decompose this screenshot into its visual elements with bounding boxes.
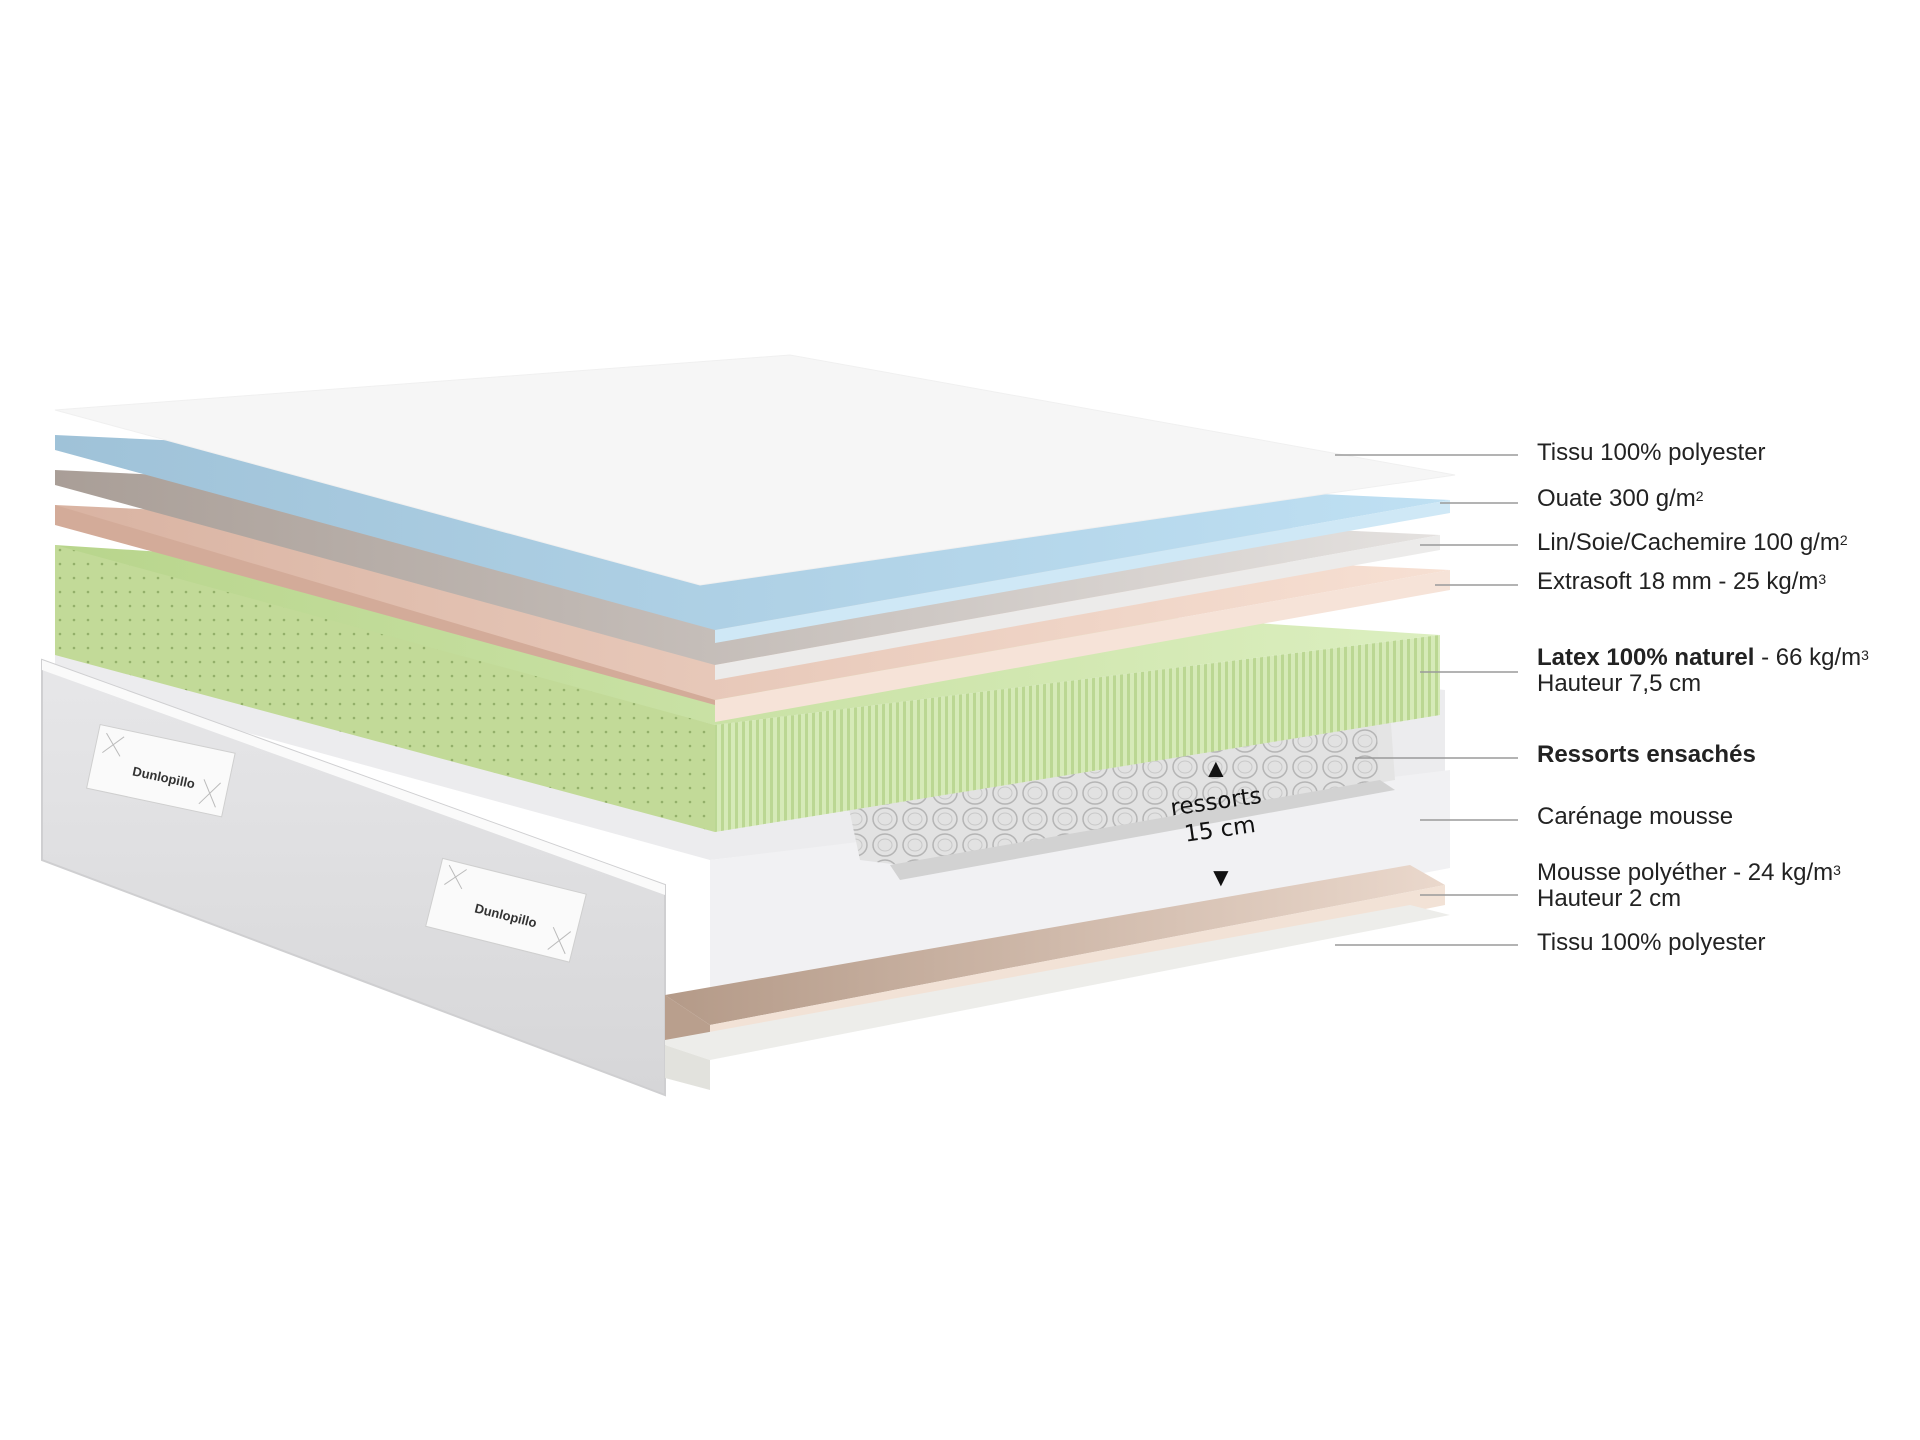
springs-shadow — [890, 780, 1395, 880]
brand-tag-2 — [425, 857, 587, 963]
label-polyether: Mousse polyéther - 24 kg/m3 Hauteur 2 cm — [1537, 860, 1841, 912]
casing-side-highlight — [42, 660, 665, 895]
label-ressorts-bold: Ressorts ensachés — [1537, 741, 1756, 768]
label-tissu-top: Tissu 100% polyester — [1537, 440, 1766, 466]
label-latex-sub: Hauteur 7,5 cm — [1537, 670, 1702, 697]
label-latex-bold: Latex 100% naturel — [1537, 644, 1755, 671]
label-ouate: Ouate 300 g/m2 — [1537, 486, 1704, 512]
label-carenage-text: Carénage mousse — [1537, 803, 1734, 830]
label-lin-text: Lin/Soie/Cachemire 100 g/m — [1537, 529, 1840, 556]
latex-side-ribs — [715, 635, 1440, 832]
tissu-bottom-front — [665, 1045, 710, 1090]
label-lin: Lin/Soie/Cachemire 100 g/m2 — [1537, 530, 1848, 556]
extrasoft-side — [715, 570, 1450, 722]
casing-front-white — [710, 770, 1450, 1010]
arrow-down-icon: ▼ — [1208, 862, 1234, 892]
label-tissu-bottom: Tissu 100% polyester — [1537, 930, 1766, 956]
label-extrasoft-text: Extrasoft 18 mm - 25 kg/m — [1537, 568, 1819, 595]
extrasoft-front — [55, 505, 715, 705]
label-latex: Latex 100% naturel - 66 kg/m3 Hauteur 7,… — [1537, 645, 1869, 697]
label-latex-text: - 66 kg/m — [1754, 644, 1862, 671]
label-tissu-bottom-text: Tissu 100% polyester — [1537, 929, 1766, 956]
lin-side — [715, 535, 1440, 680]
label-latex-sup: 3 — [1861, 647, 1869, 663]
label-polyether-text: Mousse polyéther - 24 kg/m — [1537, 859, 1834, 886]
label-ouate-text: Ouate 300 g/m — [1537, 485, 1696, 512]
ouate-side — [715, 500, 1450, 643]
label-ouate-sup: 2 — [1695, 488, 1704, 504]
leader-lines — [1335, 454, 1518, 946]
arrow-up-icon: ▲ — [1203, 753, 1229, 783]
label-extrasoft-sup: 3 — [1818, 571, 1827, 587]
brand-tag-1 — [86, 723, 236, 818]
label-extrasoft: Extrasoft 18 mm - 25 kg/m3 — [1537, 569, 1826, 595]
label-ressorts: Ressorts ensachés — [1537, 742, 1756, 768]
tissu-bottom-sheet — [665, 905, 1450, 1060]
bottom-layers — [665, 865, 1450, 1090]
label-carenage: Carénage mousse — [1537, 804, 1733, 830]
label-lin-sup: 2 — [1839, 532, 1848, 548]
latex-front-dots — [55, 545, 715, 832]
tissu-top-layer — [54, 354, 1456, 586]
label-tissu-top-text: Tissu 100% polyester — [1537, 439, 1766, 466]
polyether-top — [665, 865, 1445, 1025]
label-polyether-sup: 3 — [1833, 862, 1841, 878]
tissu-top-sheet — [54, 354, 1456, 586]
label-polyether-sub: Hauteur 2 cm — [1537, 885, 1682, 912]
